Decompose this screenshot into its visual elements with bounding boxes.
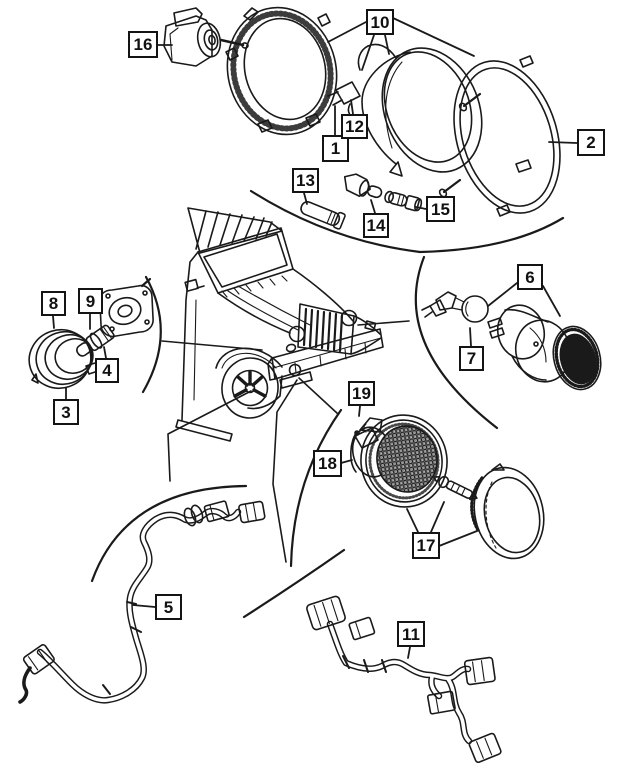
part-wiring-harness-11 [306,595,502,764]
part-lamp-lens-3 [28,329,102,389]
part-lamp-lens-6 [552,325,602,391]
callout-box-8[interactable]: 8 [41,291,66,316]
callout-box-15[interactable]: 15 [426,196,455,222]
callout-box-5[interactable]: 5 [155,594,182,620]
part-bulb-15 [384,190,423,212]
part-bulb-7 [421,291,489,323]
part-fog-housing-18 [350,414,448,508]
callout-box-9[interactable]: 9 [78,288,103,314]
location-lines [161,320,410,563]
vehicle-illustration [175,207,384,442]
callout-box-13[interactable]: 13 [292,168,319,193]
callout-box-14[interactable]: 14 [363,213,389,238]
part-mounting-ring [438,55,561,217]
part-bulb-13 [300,201,346,230]
part-lamp-bracket-8 [98,277,154,338]
callout-box-12[interactable]: 12 [341,114,368,139]
callout-box-2[interactable]: 2 [577,129,605,156]
callout-box-16[interactable]: 16 [128,31,158,58]
part-retaining-ring [225,6,338,136]
ring-screw [442,92,482,194]
part-headlamp-assembly [327,43,483,177]
callout-box-4[interactable]: 4 [95,358,119,383]
part-lamp-housing-6 [487,304,572,383]
callout-box-18[interactable]: 18 [313,450,342,477]
callout-box-10[interactable]: 10 [366,9,394,35]
callout-box-17[interactable]: 17 [412,532,440,559]
part-wiring-harness-5 [18,500,266,704]
part-fog-lens-17 [470,463,545,560]
callout-box-6[interactable]: 6 [517,264,543,290]
callout-leader-lines [52,17,578,659]
swoosh-arcs [90,189,565,619]
callout-box-3[interactable]: 3 [53,399,79,425]
callout-box-19[interactable]: 19 [348,381,375,406]
callout-box-11[interactable]: 11 [397,621,425,647]
callout-box-1[interactable]: 1 [322,135,349,162]
part-bulb-14 [343,173,383,199]
callout-box-7[interactable]: 7 [459,346,484,371]
